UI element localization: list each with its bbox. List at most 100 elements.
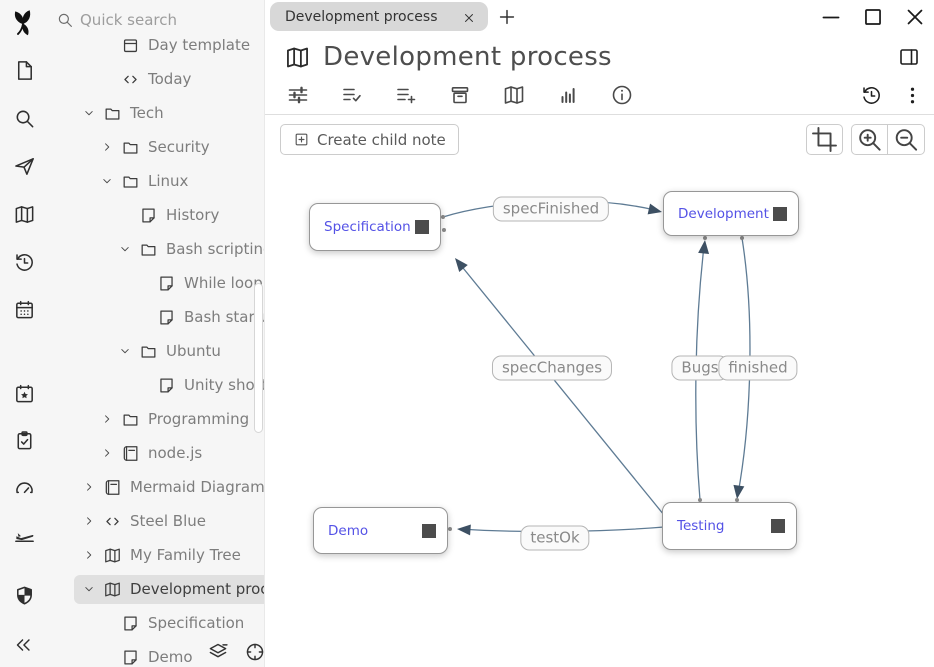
- note-tree-pane: Day templateTodayTechSecurityLinuxHistor…: [48, 0, 265, 667]
- node-drag-handle[interactable]: [773, 206, 787, 221]
- chevron-down-icon[interactable]: [118, 241, 132, 257]
- node-drag-handle[interactable]: [415, 220, 429, 234]
- tree-item-security[interactable]: Security: [48, 130, 264, 164]
- tree-item-node-js[interactable]: node.js: [48, 436, 264, 470]
- revisions-button[interactable]: [860, 84, 883, 107]
- map-node-title[interactable]: Testing: [677, 518, 725, 534]
- endpoint-dot: [448, 527, 452, 531]
- chevron-down-icon[interactable]: [118, 343, 132, 359]
- dashboard-button[interactable]: [6, 470, 42, 506]
- search-button[interactable]: [6, 100, 42, 136]
- chevron-right-icon[interactable]: [100, 445, 114, 461]
- map-node-testing[interactable]: Testing: [662, 502, 797, 550]
- tab-close-icon[interactable]: [462, 10, 476, 24]
- zoom-in-button[interactable]: [851, 124, 888, 155]
- bookmarks-button[interactable]: [6, 375, 42, 411]
- relation-label-finished[interactable]: finished: [718, 355, 798, 381]
- map-node-title[interactable]: Development: [678, 205, 769, 222]
- chevron-right-icon[interactable]: [82, 513, 96, 529]
- file-icon: [13, 59, 36, 82]
- tree-scrollbar[interactable]: [254, 283, 263, 433]
- note-icon: [157, 376, 176, 395]
- ribbon-tab-basic-properties[interactable]: [286, 83, 310, 107]
- tree-item-while-loop[interactable]: While loop: [48, 266, 264, 300]
- ribbon-tab-note-info[interactable]: [556, 83, 580, 107]
- close-button[interactable]: [902, 4, 928, 30]
- tree-item-programming[interactable]: Programming: [48, 402, 264, 436]
- folder-icon: [121, 410, 140, 429]
- book-icon: [121, 444, 140, 463]
- quick-search-input[interactable]: [80, 11, 210, 29]
- chevron-right-icon[interactable]: [100, 139, 114, 155]
- reset-pan-zoom-button[interactable]: [806, 124, 843, 155]
- ribbon-tab-note-paths[interactable]: [448, 83, 472, 107]
- tree-item-ubuntu[interactable]: Ubuntu: [48, 334, 264, 368]
- calendar-button[interactable]: [6, 291, 42, 327]
- tree-item-history[interactable]: History: [48, 198, 264, 232]
- maximize-button[interactable]: [860, 4, 886, 30]
- tree-item-label: Mermaid Diagrams: [130, 478, 265, 496]
- note-map-button[interactable]: [6, 196, 42, 232]
- tree-item-my-family-tree[interactable]: My Family Tree: [48, 538, 264, 572]
- chevron-down-icon[interactable]: [100, 173, 114, 189]
- tree-item-development-process[interactable]: Development process: [48, 572, 264, 606]
- node-drag-handle[interactable]: [771, 519, 785, 533]
- ribbon-tab-about[interactable]: [610, 83, 634, 107]
- chevron-down-icon[interactable]: [82, 105, 96, 121]
- folder-icon: [103, 104, 122, 123]
- map-node-specification[interactable]: Specification: [309, 203, 441, 251]
- ribbon-tab-note-map[interactable]: [502, 83, 526, 107]
- create-child-note-button[interactable]: Create child note: [280, 124, 459, 155]
- new-tab-button[interactable]: [496, 6, 518, 28]
- quick-search[interactable]: [48, 0, 264, 40]
- ribbon-tabs: [265, 77, 934, 113]
- tree-item-label: Unity shortcuts: [184, 376, 264, 394]
- zoom-out-button[interactable]: [888, 124, 925, 155]
- endpoint-dot: [698, 498, 702, 502]
- map-node-title[interactable]: Demo: [328, 522, 369, 539]
- tree-item-steel-blue[interactable]: Steel Blue: [48, 504, 264, 538]
- relation-edge-specchanges: [458, 262, 665, 516]
- note-icon: [157, 274, 176, 293]
- tree-item-specification[interactable]: Specification: [48, 606, 264, 640]
- tree-item-tech[interactable]: Tech: [48, 96, 264, 130]
- relation-label-specfinished[interactable]: specFinished: [492, 196, 610, 222]
- tree-item-linux[interactable]: Linux: [48, 164, 264, 198]
- chevron-right-icon[interactable]: [82, 479, 96, 495]
- ribbon-tab-inherited-attributes[interactable]: [394, 83, 418, 107]
- layers-icon[interactable]: [207, 641, 229, 663]
- tab-development-process[interactable]: Development process: [270, 2, 488, 31]
- chevron-down-icon[interactable]: [82, 581, 96, 597]
- minimize-button[interactable]: [818, 4, 844, 30]
- note-title[interactable]: Development process: [323, 42, 612, 72]
- node-drag-handle[interactable]: [422, 523, 436, 538]
- protected-session-button[interactable]: [6, 577, 42, 613]
- menu-button[interactable]: [901, 84, 924, 107]
- tree-item-mermaid-diagrams[interactable]: Mermaid Diagrams: [48, 470, 265, 504]
- jump-to-note-button[interactable]: [6, 148, 42, 184]
- folder-icon: [139, 342, 158, 361]
- tree-item-bash-startup[interactable]: Bash startup: [48, 300, 264, 334]
- chevron-right-icon[interactable]: [100, 411, 114, 427]
- recent-changes-button[interactable]: [6, 244, 42, 280]
- relation-label-testok[interactable]: testOk: [520, 525, 590, 551]
- chevron-right-icon[interactable]: [82, 547, 96, 563]
- map-node-development[interactable]: Development: [663, 191, 799, 236]
- split-pane-icon[interactable]: [897, 45, 921, 69]
- task-manager-button[interactable]: [6, 422, 42, 458]
- tree-item-unity-shortcuts[interactable]: Unity shortcuts: [48, 368, 264, 402]
- tree-item-today[interactable]: Today: [48, 62, 264, 96]
- collapse-tree-button[interactable]: [11, 634, 35, 656]
- ribbon-tab-owned-attributes[interactable]: [340, 83, 364, 107]
- map-node-title[interactable]: Specification: [324, 219, 411, 235]
- tree-item-day-template[interactable]: Day template: [48, 39, 264, 62]
- travel-notes-button[interactable]: [6, 517, 42, 553]
- new-note-button[interactable]: [6, 52, 42, 88]
- tree-item-demo[interactable]: Demo: [48, 640, 264, 667]
- map-icon[interactable]: [284, 44, 311, 71]
- tree-item-bash-scripting[interactable]: Bash scripting: [48, 232, 264, 266]
- map-node-demo[interactable]: Demo: [313, 507, 448, 554]
- globe-icon[interactable]: [244, 641, 264, 663]
- relation-label-specchanges[interactable]: specChanges: [491, 355, 613, 381]
